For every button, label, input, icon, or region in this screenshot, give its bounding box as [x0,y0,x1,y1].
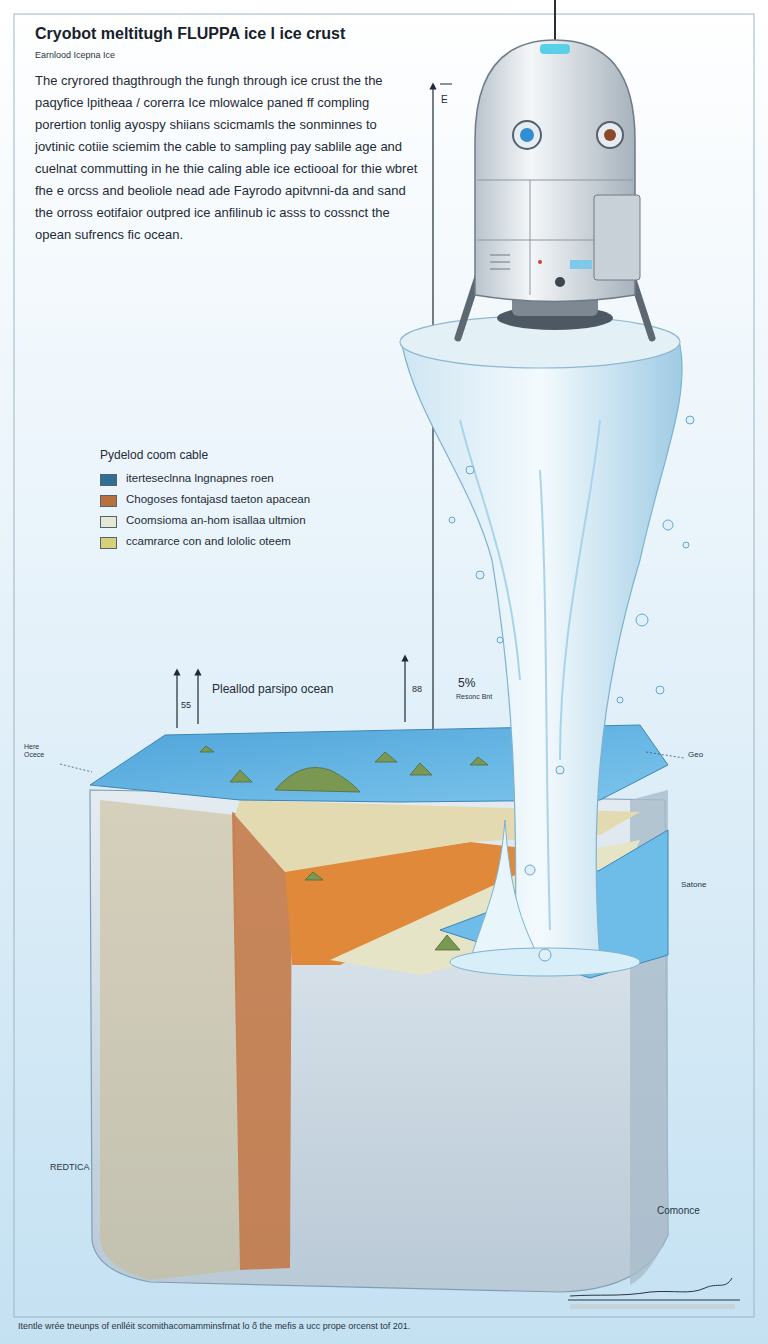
label: Geo [688,750,728,760]
sensor-lens [604,129,616,141]
leader-line [60,764,92,772]
display [570,260,592,269]
tether-cable [554,0,556,42]
melt-column [402,345,682,962]
label: 55 [181,700,197,711]
label: Pleallod parsipo ocean [212,682,402,696]
splash-pool [450,948,640,976]
label: Comonce [657,1205,737,1217]
legend-swatch [100,474,117,486]
drips [449,416,694,961]
frame [14,14,754,1317]
legend-swatch [100,537,117,549]
indicator [538,260,542,264]
flow-streaks [460,420,600,930]
sensor-eye [597,122,623,148]
sediment-layer [100,800,240,1280]
status-light [540,44,570,54]
legend-text: Chogoses fontajasd taeton apacean [126,493,406,507]
label: Satone [681,880,741,890]
legend-text: iterteseclnna lngnapnes roen [126,472,406,486]
mini-chart-axis [568,1300,740,1301]
leader-line [646,752,684,758]
port [555,277,565,287]
side-panel [594,195,640,280]
tick [440,84,452,85]
legend-swatch [100,495,117,507]
mini-chart-line [570,1278,732,1296]
brown-layer [232,812,292,1270]
sensor-lens [520,128,534,142]
title: Cryobot meltitugh FLUPPA ice l ice crust [35,24,435,43]
vents [490,255,510,269]
description-text: The cryrored thagthrough the fungh throu… [35,70,420,246]
splash [470,820,540,960]
label: 5% [458,676,498,690]
sensor-eye [513,121,541,149]
label: 88 [412,684,430,695]
legend-text: ccamrarce con and lololic oteem [126,535,406,549]
label: E [441,94,461,106]
label: Here Ocece [24,743,58,760]
dimension-arrow [197,672,198,724]
caption: Itentle wrée tneunps of enlléit scomitha… [18,1321,748,1332]
mini-chart-scale [570,1304,735,1309]
legend-text: Coomsioma an-hom isallaa ultmion [126,514,406,528]
dimension-arrow [404,658,405,722]
label: REDTICA [50,1162,140,1173]
label: Pydelod coom cable [100,448,360,462]
label: Resonc Bnt [456,693,516,701]
legend-swatch [100,516,117,528]
dimension-arrow [176,672,177,728]
label: Earnlood Icepna Ice [35,50,335,61]
